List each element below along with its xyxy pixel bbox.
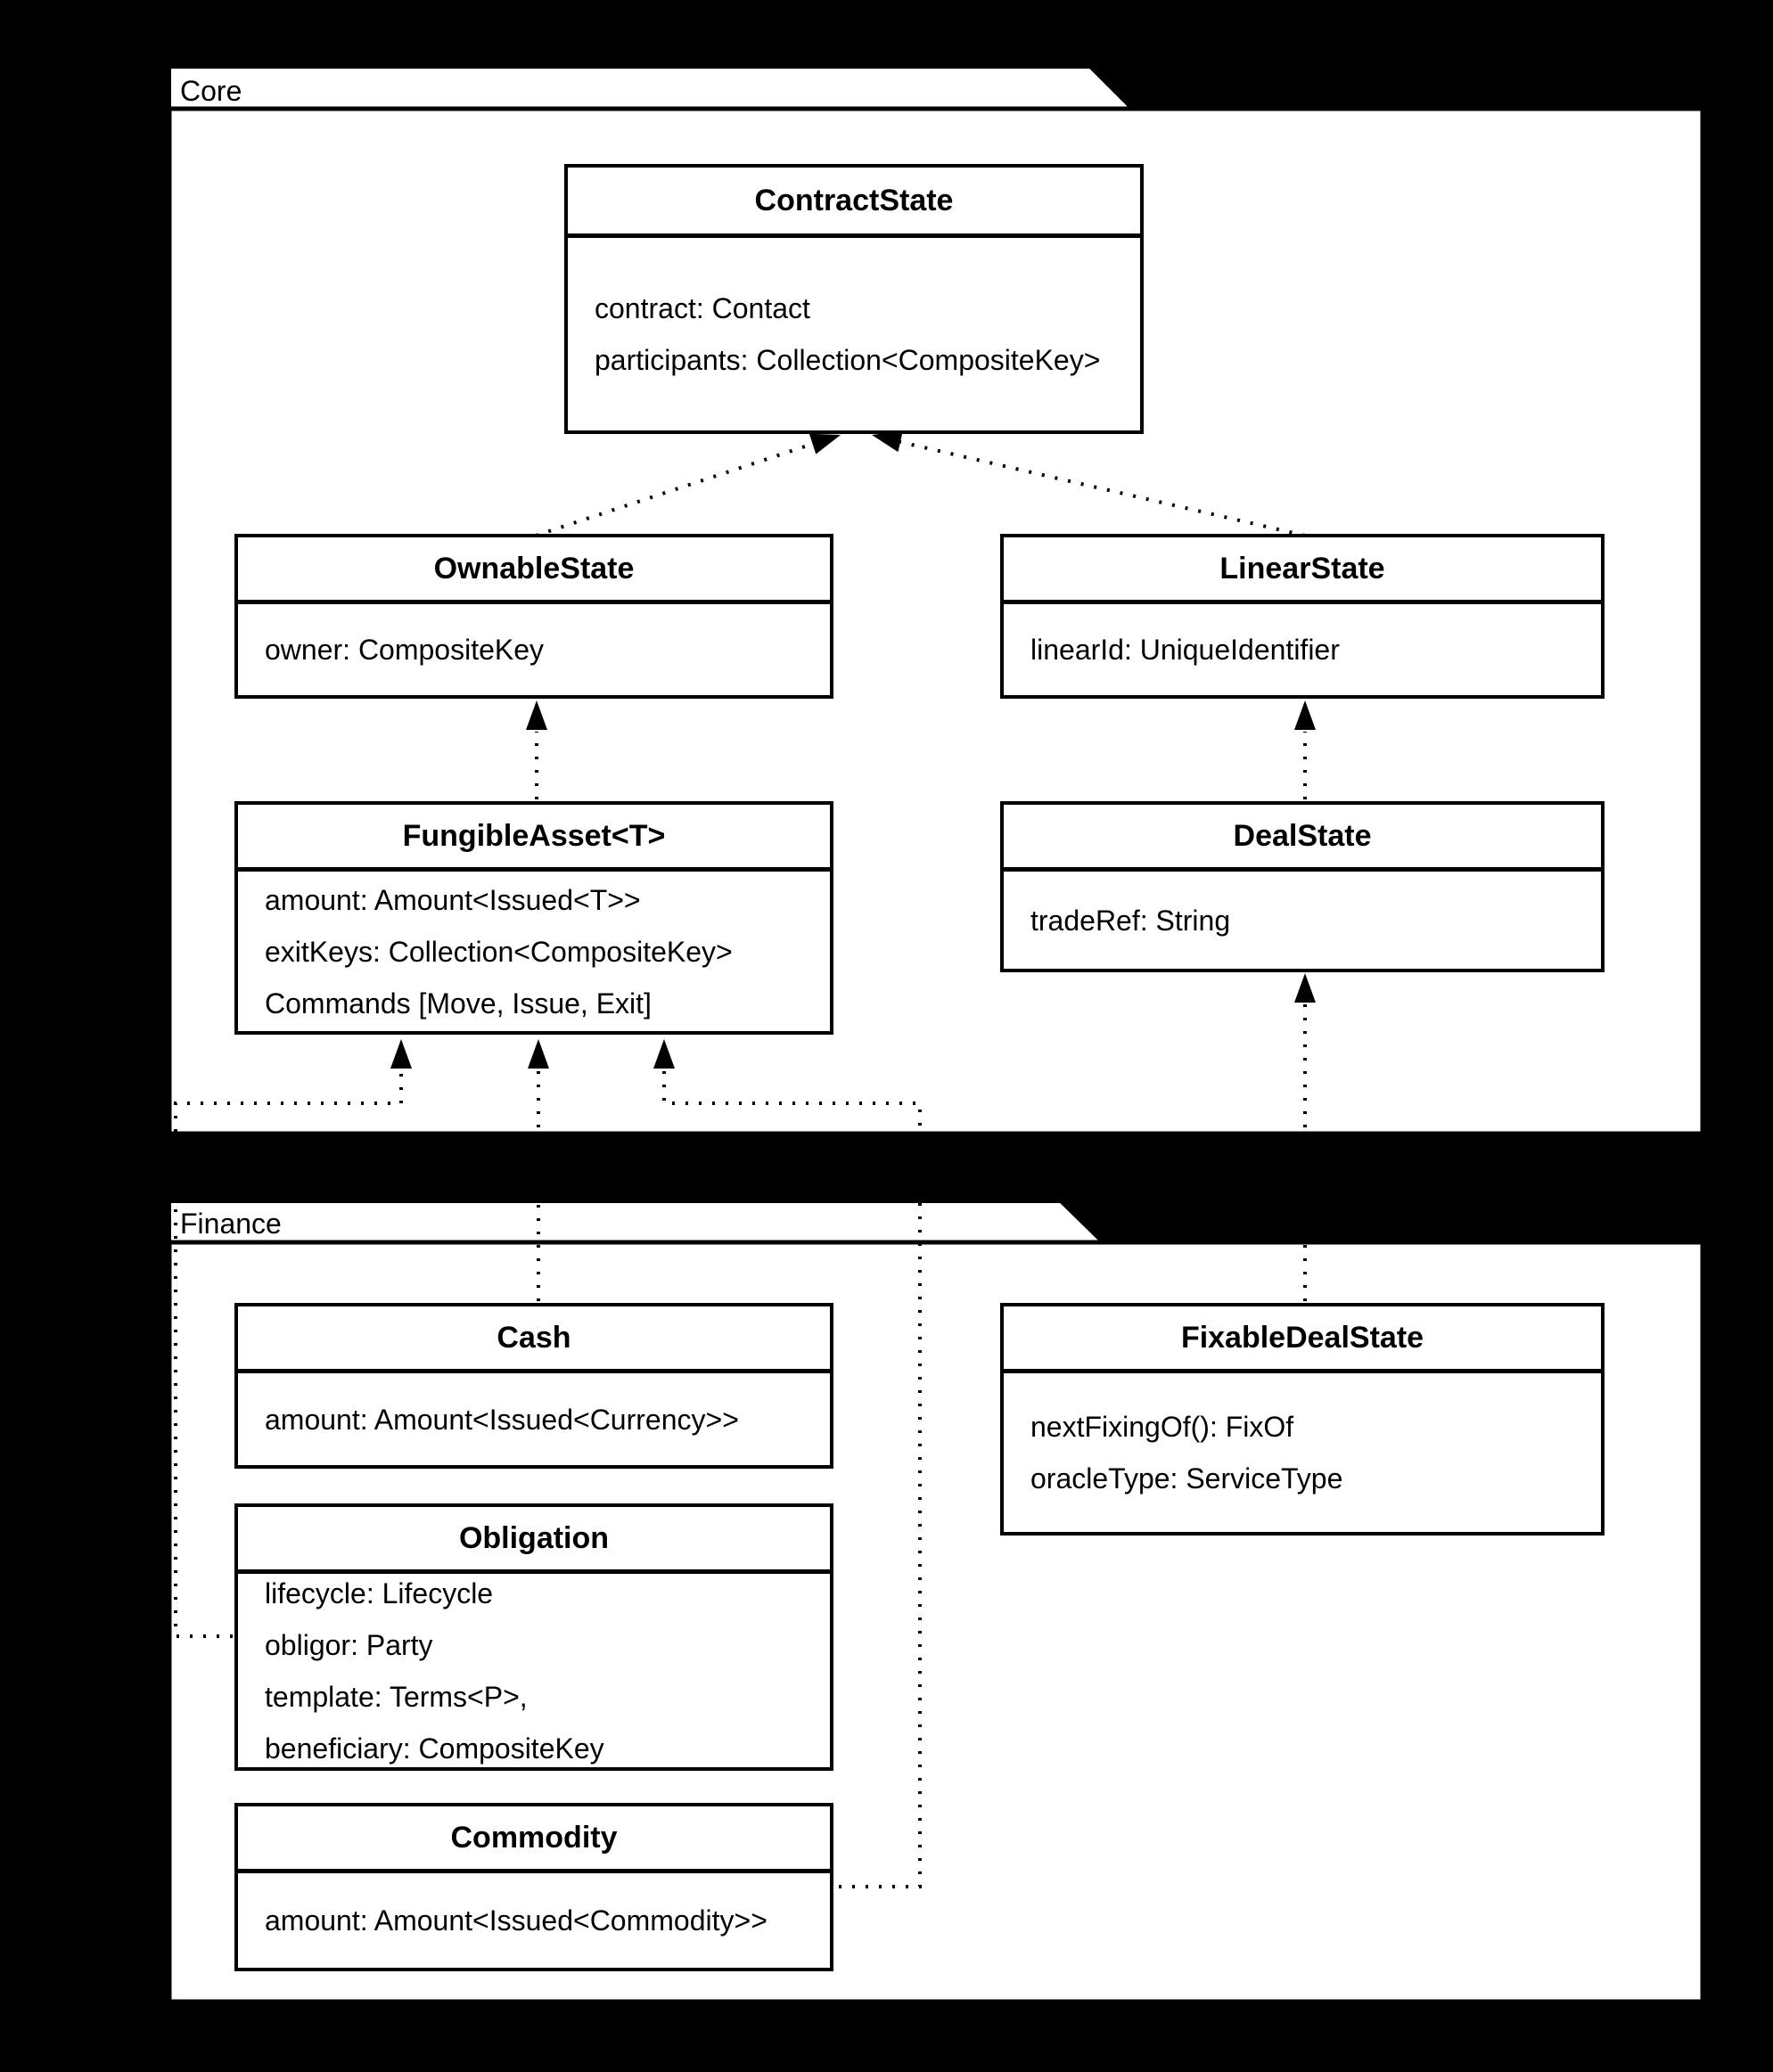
attribute: contract: Contact [595,292,810,324]
edge-obligation-to-fungibleasset [174,1039,412,1638]
arrowhead-icon [528,1039,549,1069]
connector-layer [174,430,1316,1888]
class-title: Cash [238,1306,830,1373]
arrowhead-icon [390,1039,412,1069]
arrowhead-icon [1294,700,1316,730]
class-title: Commodity [238,1806,830,1873]
attribute: obligor: Party [265,1628,433,1661]
class-box-dealstate: DealState tradeRef: String [1000,801,1605,972]
arrowhead-icon [1294,973,1316,1003]
class-title: FungibleAsset<T> [238,805,830,872]
class-box-commodity: Commodity amount: Amount<Issued<Commodit… [234,1803,833,1971]
attribute: lifecycle: Lifecycle [265,1577,494,1609]
package-finance-label: Finance [180,1208,282,1240]
attribute: linearId: UniqueIdentifier [1030,634,1340,666]
attribute: amount: Amount<Issued<Commodity>> [265,1904,767,1937]
class-box-obligation: Obligation lifecycle: Lifecycle obligor:… [234,1503,833,1771]
class-title: DealState [1004,805,1601,872]
class-title: ContractState [568,168,1140,238]
attribute: participants: Collection<CompositeKey> [595,344,1101,376]
edge-fungibleasset-to-ownablestate [526,700,547,799]
edge-fixabledealstate-to-dealstate [1294,973,1316,1301]
class-attributes: tradeRef: String [1004,872,1601,969]
package-core-label: Core [180,75,242,107]
class-attributes: owner: CompositeKey [238,604,830,695]
attribute: beneficiary: CompositeKey [265,1732,604,1765]
class-box-contractstate: ContractState contract: Contact particip… [564,164,1144,434]
class-box-fixabledealstate: FixableDealState nextFixingOf(): FixOf o… [1000,1303,1605,1536]
attribute: exitKeys: Collection<CompositeKey> [265,935,733,968]
edge-commodity-to-fungibleasset [653,1039,922,1888]
class-attributes: amount: Amount<Issued<Commodity>> [238,1873,830,1968]
class-title: OwnableState [238,537,830,604]
arrowhead-icon [526,700,547,730]
edge-ownablestate-to-contractstate [535,433,841,537]
arrowhead-icon [653,1039,675,1069]
class-attributes: contract: Contact participants: Collecti… [568,238,1140,430]
arrowhead-icon [872,430,903,453]
class-attributes: nextFixingOf(): FixOf oracleType: Servic… [1004,1373,1601,1532]
attribute: amount: Amount<Issued<Currency>> [265,1403,739,1436]
class-title: FixableDealState [1004,1306,1601,1373]
edge-linearstate-to-contractstate [872,430,1306,537]
class-attributes: lifecycle: Lifecycle obligor: Party temp… [238,1574,830,1767]
attribute: template: Terms<P>, [265,1680,528,1713]
attribute: oracleType: ServiceType [1030,1462,1343,1495]
attribute: tradeRef: String [1030,904,1231,937]
class-box-linearstate: LinearState linearId: UniqueIdentifier [1000,534,1605,699]
class-attributes: linearId: UniqueIdentifier [1004,604,1601,695]
arrowhead-icon [809,433,841,455]
class-box-ownablestate: OwnableState owner: CompositeKey [234,534,833,699]
edge-dealstate-to-linearstate [1294,700,1316,799]
edge-cash-to-fungibleasset [528,1039,549,1301]
attribute: Commands [Move, Issue, Exit] [265,987,652,1020]
class-title: Obligation [238,1507,830,1574]
class-title: LinearState [1004,537,1601,604]
attribute: owner: CompositeKey [265,634,545,666]
class-attributes: amount: Amount<Issued<Currency>> [238,1373,830,1465]
package-finance-tab [168,1200,1107,1244]
attribute: nextFixingOf(): FixOf [1030,1411,1294,1443]
class-box-fungibleasset: FungibleAsset<T> amount: Amount<Issued<T… [234,801,833,1035]
class-box-cash: Cash amount: Amount<Issued<Currency>> [234,1303,833,1469]
package-core-tab [168,65,1137,111]
attribute: amount: Amount<Issued<T>> [265,883,641,916]
class-attributes: amount: Amount<Issued<T>> exitKeys: Coll… [238,872,830,1031]
